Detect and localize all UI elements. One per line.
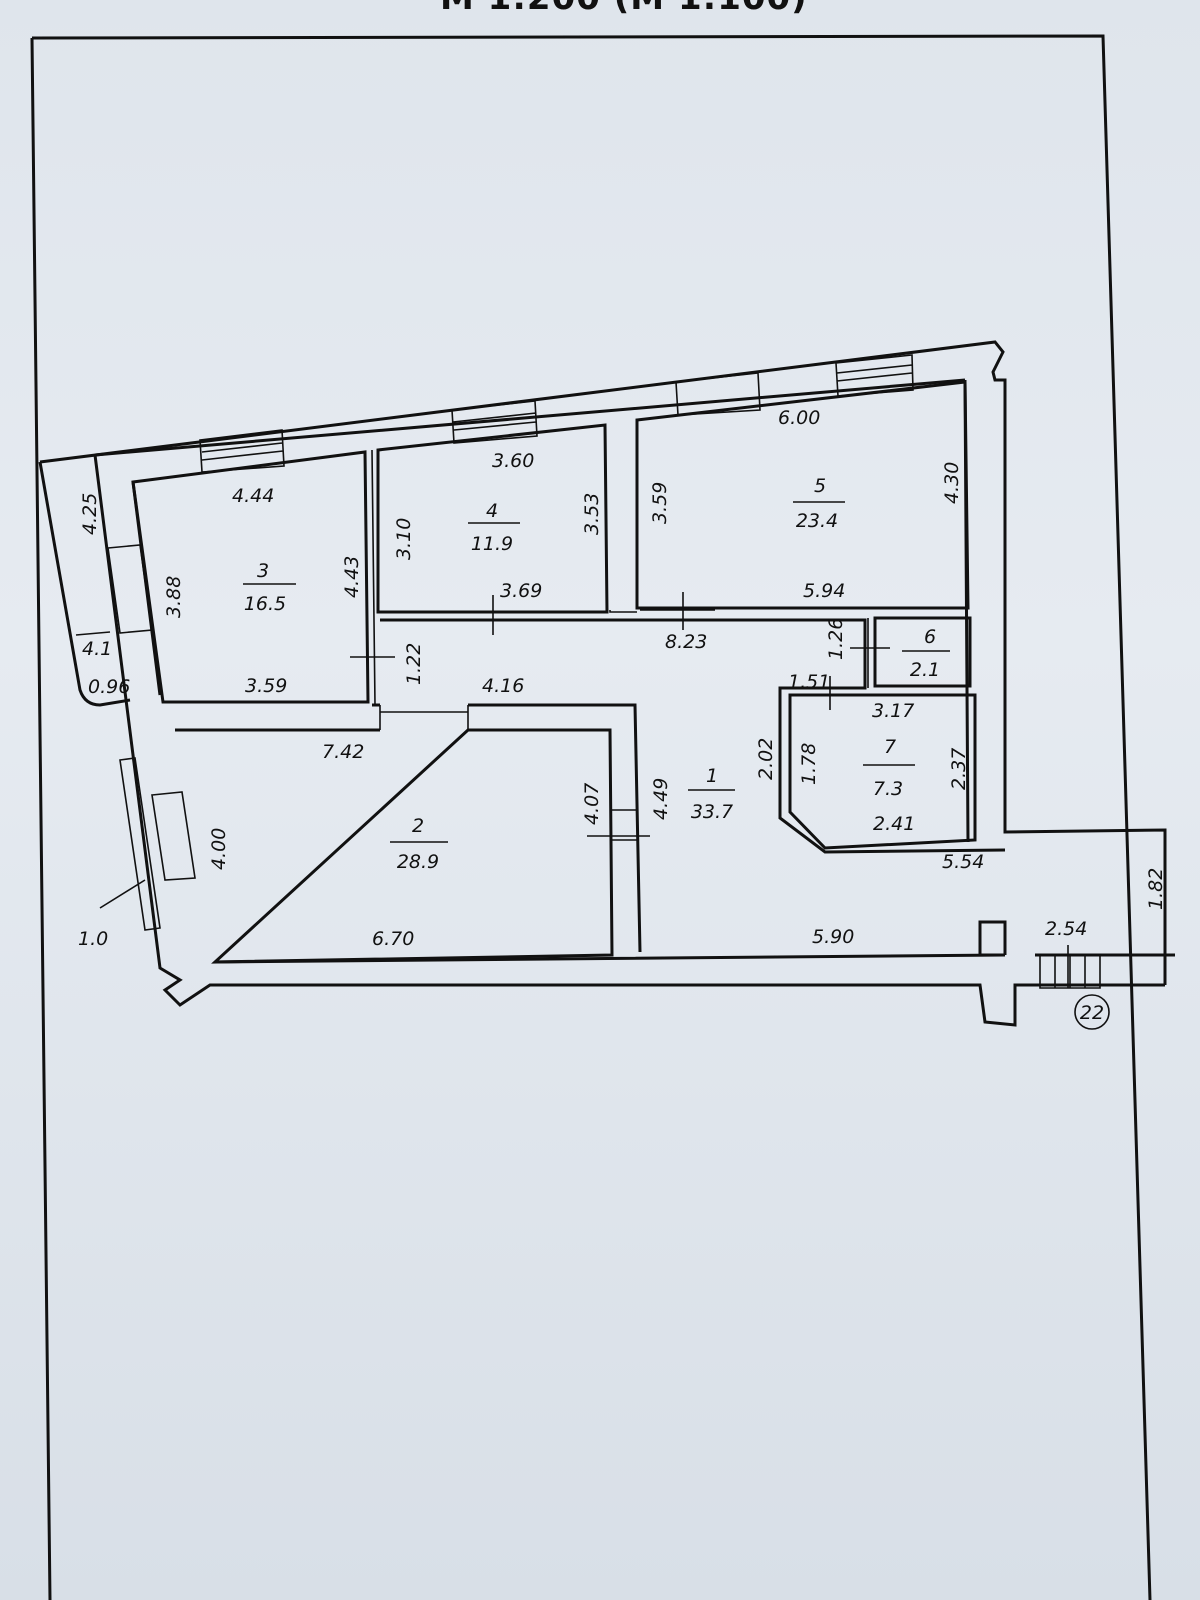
svg-text:6: 6 <box>924 626 936 648</box>
svg-text:4.44: 4.44 <box>232 485 274 507</box>
svg-text:1: 1 <box>706 765 718 787</box>
room-label-2: 228.9 <box>390 815 448 873</box>
svg-text:0.96: 0.96 <box>88 676 130 698</box>
svg-text:3.10: 3.10 <box>393 518 415 560</box>
svg-text:5.54: 5.54 <box>942 851 984 873</box>
svg-text:5.90: 5.90 <box>812 926 854 948</box>
dimensions-balcony: 4.25 4.1 0.96 1.0 <box>75 493 130 950</box>
svg-text:4.25: 4.25 <box>79 493 101 535</box>
svg-text:3.59: 3.59 <box>245 675 287 697</box>
room-outlines <box>131 380 1006 964</box>
svg-text:5: 5 <box>814 475 826 497</box>
room-4-outline <box>376 423 609 614</box>
dimensions-room-7: 3.17 1.78 2.37 2.41 <box>798 700 970 835</box>
svg-text:5.94: 5.94 <box>803 580 845 602</box>
svg-text:2.37: 2.37 <box>948 748 970 790</box>
svg-text:1.26: 1.26 <box>825 618 847 660</box>
svg-text:2.54: 2.54 <box>1045 918 1087 940</box>
svg-text:3.88: 3.88 <box>163 576 185 618</box>
scale-title: М 1:200 (М 1:100) <box>440 0 808 18</box>
svg-text:1.51: 1.51 <box>788 671 830 693</box>
svg-text:2.02: 2.02 <box>755 738 777 780</box>
svg-text:3: 3 <box>257 560 269 582</box>
svg-text:4.43: 4.43 <box>341 556 363 598</box>
svg-text:3.69: 3.69 <box>500 580 542 602</box>
room-label-1: 133.7 <box>688 765 735 823</box>
dimensions-room-2: 7.42 4.00 4.07 6.70 <box>208 741 603 950</box>
svg-text:1.0: 1.0 <box>78 928 108 950</box>
svg-text:23.4: 23.4 <box>796 510 838 532</box>
svg-text:3.60: 3.60 <box>492 450 534 472</box>
room-2-outline <box>175 728 614 964</box>
svg-text:8.23: 8.23 <box>665 631 707 653</box>
room-label-7: 77.3 <box>863 736 915 800</box>
svg-text:33.7: 33.7 <box>691 801 733 823</box>
dimensions-room-3: 4.44 3.88 4.43 3.59 <box>163 485 363 697</box>
svg-text:3.53: 3.53 <box>581 493 603 535</box>
svg-text:1.22: 1.22 <box>403 643 425 685</box>
room-5-outline <box>635 380 970 610</box>
svg-text:7.3: 7.3 <box>873 778 903 800</box>
room-label-6: 62.1 <box>902 626 950 681</box>
svg-text:4.00: 4.00 <box>208 828 230 870</box>
svg-text:11.9: 11.9 <box>471 533 513 555</box>
drawing-frame <box>30 34 1152 1600</box>
dimensions-exterior: 1.82 2.54 <box>1045 868 1167 940</box>
svg-text:7.42: 7.42 <box>322 741 364 763</box>
dimensions-room-4: 3.60 3.10 3.53 3.69 <box>393 450 603 602</box>
svg-text:4.07: 4.07 <box>581 783 603 825</box>
balcony-outline <box>38 461 131 707</box>
room-1-outline <box>372 618 1006 953</box>
svg-text:1.78: 1.78 <box>798 743 820 785</box>
svg-text:4.49: 4.49 <box>650 778 672 820</box>
windows <box>99 354 1101 989</box>
room-label-4: 411.9 <box>468 500 520 555</box>
svg-text:3.17: 3.17 <box>872 700 914 722</box>
svg-text:2.1: 2.1 <box>910 659 940 681</box>
room-3-outline <box>131 450 370 704</box>
svg-text:4.16: 4.16 <box>482 675 524 697</box>
dimensions-room-5: 6.00 3.59 4.30 5.94 <box>649 407 963 602</box>
svg-text:22: 22 <box>1080 1002 1104 1024</box>
svg-text:28.9: 28.9 <box>397 851 439 873</box>
outer-walls <box>39 340 1175 1027</box>
svg-text:2.41: 2.41 <box>873 813 915 835</box>
room-label-3: 316.5 <box>243 560 296 615</box>
svg-text:3.59: 3.59 <box>649 482 671 524</box>
svg-text:7: 7 <box>884 736 896 758</box>
svg-text:1.82: 1.82 <box>1145 868 1167 910</box>
svg-text:4.1: 4.1 <box>82 638 112 660</box>
svg-text:6.70: 6.70 <box>372 928 414 950</box>
svg-text:2: 2 <box>412 815 424 837</box>
room-6-outline <box>873 616 972 688</box>
svg-text:6.00: 6.00 <box>778 407 820 429</box>
stair-marker: 22 <box>1074 994 1110 1030</box>
svg-text:4.30: 4.30 <box>941 462 963 504</box>
svg-text:16.5: 16.5 <box>244 593 286 615</box>
dimensions-room-1: 8.23 1.22 4.16 4.49 2.02 1.51 1.26 5.54 … <box>403 618 984 948</box>
room-label-5: 523.4 <box>793 475 845 532</box>
svg-text:4: 4 <box>486 500 498 522</box>
room-7-outline <box>788 693 977 850</box>
